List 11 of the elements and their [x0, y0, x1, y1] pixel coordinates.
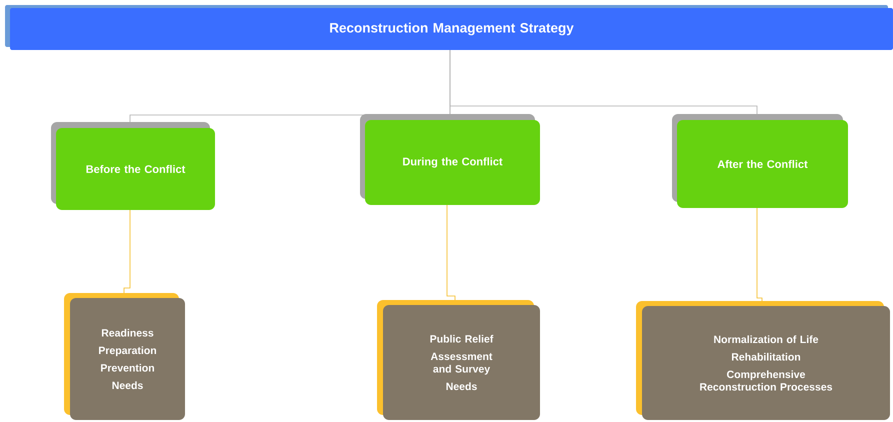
phase-box: After the Conflict [672, 114, 848, 208]
connector-line [124, 210, 130, 294]
task-box: Normalization of Life Rehabilitation Comprehensive Reconstruction Processes [636, 301, 890, 420]
title-bar: Reconstruction Management Strategy [5, 5, 893, 50]
task-box: Readiness Preparation Prevention Needs [64, 293, 186, 420]
connector-line [446, 204, 456, 300]
phase-box: Before the Conflict [51, 122, 215, 210]
phase-box: During the Conflict [360, 114, 540, 205]
task-box: Public Relief Assessment and Survey Needs [377, 300, 540, 420]
connector-line [450, 50, 758, 114]
connector-line [756, 208, 762, 302]
